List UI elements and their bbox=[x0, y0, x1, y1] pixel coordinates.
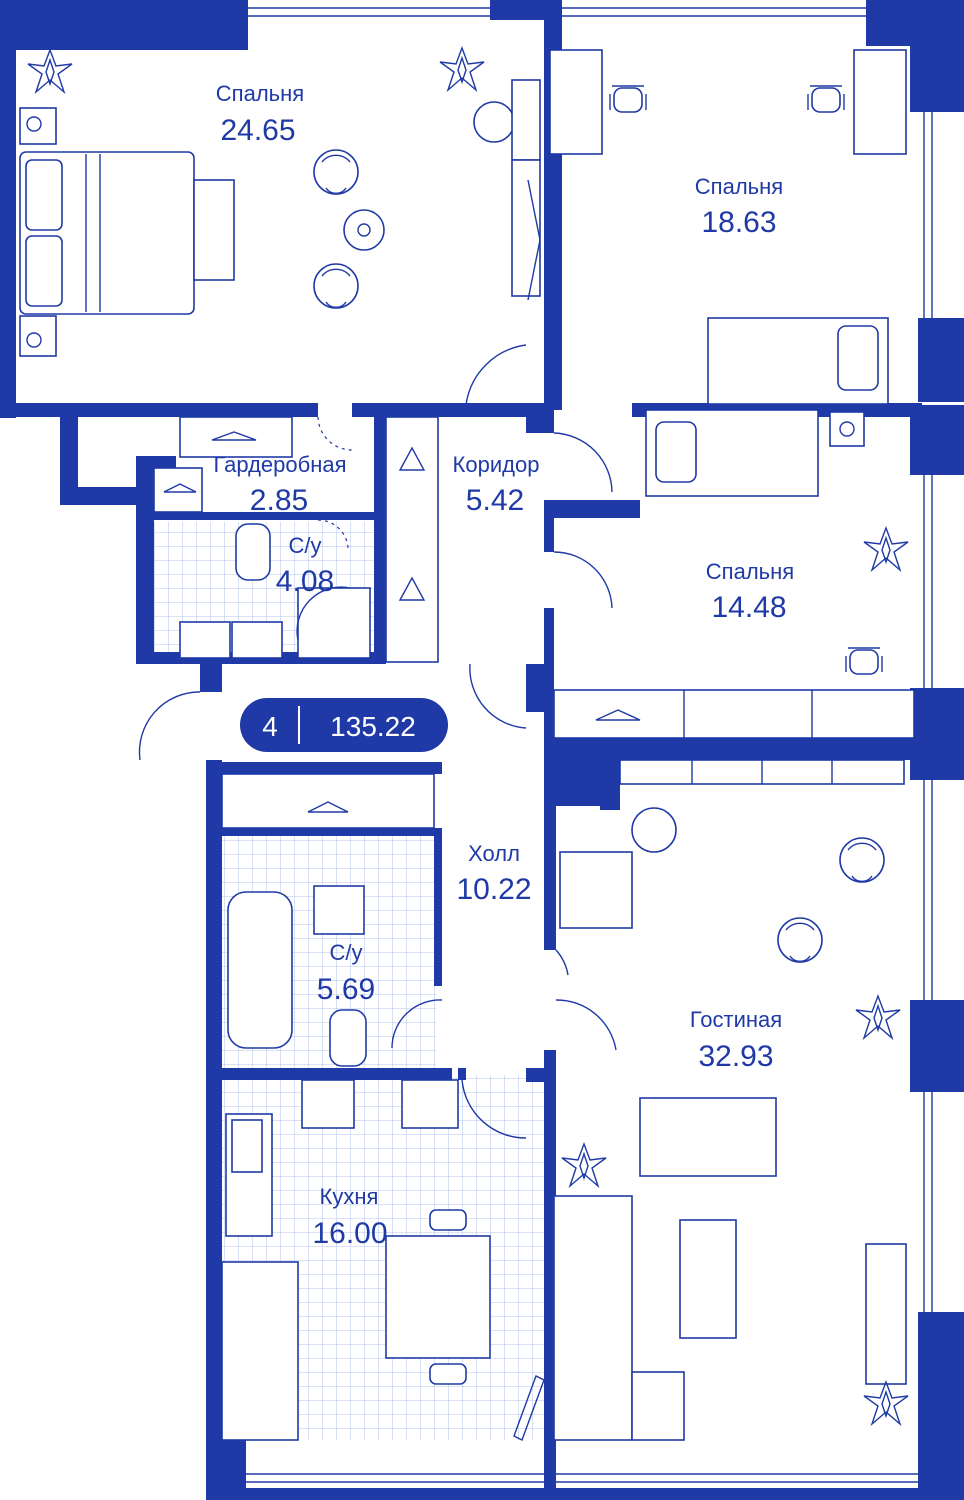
room-area-bedroom2: 18.63 bbox=[701, 206, 776, 239]
room-name-wardrobe: Гардеробная bbox=[213, 452, 346, 477]
badge-room-count: 4 bbox=[262, 711, 278, 742]
room-name-bath2: С/у bbox=[330, 940, 363, 965]
kitchen-furniture bbox=[221, 1079, 545, 1441]
badge-total-area: 135.22 bbox=[330, 711, 416, 742]
room-name-bedroom1: Спальня bbox=[216, 81, 304, 106]
bedroom2-furniture bbox=[549, 49, 907, 405]
room-area-bedroom3: 14.48 bbox=[711, 591, 786, 624]
room-area-living: 32.93 bbox=[698, 1040, 773, 1073]
living-furniture bbox=[553, 759, 909, 1441]
room-area-corridor: 5.42 bbox=[466, 484, 524, 517]
apartment-badge: 4 135.22 bbox=[240, 698, 448, 752]
room-area-kitchen: 16.00 bbox=[312, 1217, 387, 1250]
windows bbox=[246, 7, 933, 1483]
room-area-bath1: 4.08 bbox=[276, 565, 334, 598]
doors bbox=[138, 344, 617, 1139]
bedroom3-furniture bbox=[553, 409, 915, 739]
corridor-wardrobe bbox=[385, 416, 439, 663]
room-area-hall: 10.22 bbox=[456, 873, 531, 906]
room-name-hall: Холл bbox=[468, 841, 520, 866]
badge-pill bbox=[240, 698, 448, 752]
room-name-bedroom3: Спальня bbox=[706, 559, 794, 584]
room-area-wardrobe: 2.85 bbox=[250, 484, 308, 517]
room-name-corridor: Коридор bbox=[453, 452, 540, 477]
room-area-bedroom1: 24.65 bbox=[220, 114, 295, 147]
room-name-living: Гостиная bbox=[690, 1007, 782, 1032]
room-name-kitchen: Кухня bbox=[320, 1184, 379, 1209]
room-labels: Спальня 24.65 Спальня 18.63 Гардеробная … bbox=[213, 81, 794, 1250]
room-name-bedroom2: Спальня bbox=[695, 174, 783, 199]
wardrobe-furniture bbox=[153, 416, 293, 513]
room-area-bath2: 5.69 bbox=[317, 973, 375, 1006]
room-name-bath1: С/у bbox=[289, 533, 322, 558]
bath1-fixtures bbox=[179, 523, 371, 659]
bedroom1-furniture bbox=[19, 47, 541, 357]
bath2-fixtures bbox=[221, 773, 435, 1067]
